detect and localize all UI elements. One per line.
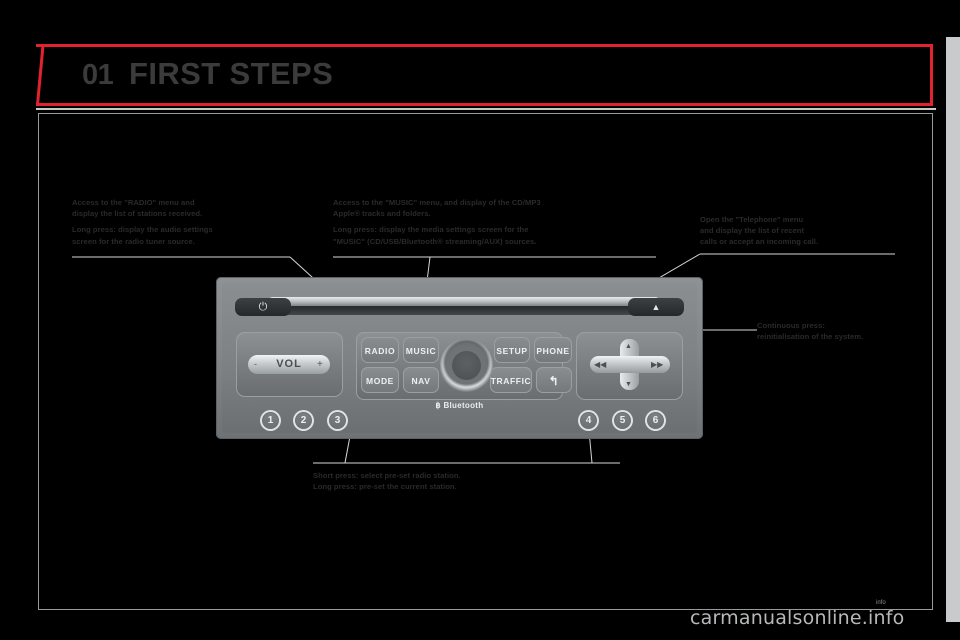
- eject-button[interactable]: [628, 298, 684, 316]
- radio-key-label: RADIO: [364, 346, 396, 356]
- dpad-horizontal[interactable]: [590, 356, 670, 373]
- setup-key[interactable]: [494, 337, 530, 363]
- mode-key[interactable]: [361, 367, 399, 393]
- callout-radio-line1: Access to the "RADIO" menu and: [72, 198, 195, 207]
- cd-slot-highlight: [268, 297, 660, 306]
- preset-button-1[interactable]: 1: [260, 410, 281, 431]
- chapter-number: 01: [82, 59, 114, 91]
- preset-button-2[interactable]: 2: [293, 410, 314, 431]
- phone-key-label: PHONE: [536, 346, 570, 356]
- traffic-key[interactable]: [490, 367, 532, 393]
- callout-telephone: Open the "Telephone" menu and display th…: [700, 214, 900, 248]
- preset-button-5[interactable]: 5: [612, 410, 633, 431]
- callout-music: Access to the "MUSIC" menu, and display …: [333, 197, 651, 247]
- setup-key-label: SETUP: [496, 346, 528, 356]
- header-underline: [36, 108, 936, 110]
- eject-icon: ▲: [651, 302, 661, 312]
- callout-presets: Short press: select pre-set radio statio…: [313, 470, 623, 492]
- back-key[interactable]: [536, 367, 572, 393]
- callout-reinit-line2: reinitialisation of the system.: [757, 332, 864, 342]
- preset-button-3[interactable]: 3: [327, 410, 348, 431]
- dpad-down-icon[interactable]: ▼: [625, 381, 632, 388]
- nav-key[interactable]: [403, 367, 439, 393]
- volume-rocker[interactable]: VOL: [248, 355, 330, 374]
- callout-music-line1: Access to the "MUSIC" menu, and display …: [333, 198, 541, 207]
- radio-key[interactable]: [361, 337, 399, 363]
- callout-radio: Access to the "RADIO" menu and display t…: [72, 197, 294, 247]
- callout-radio-line3: Long press: display the audio settings: [72, 225, 213, 235]
- phone-key[interactable]: [534, 337, 572, 363]
- bluetooth-label: Bluetooth: [443, 401, 484, 410]
- music-key-label: MUSIC: [405, 346, 437, 356]
- page-edge-rail: [946, 37, 960, 622]
- callout-preset-line2: Long press: pre-set the current station.: [313, 482, 457, 492]
- mode-key-label: MODE: [366, 376, 394, 386]
- preset-button-6[interactable]: 6: [645, 410, 666, 431]
- callout-reinitialisation: Continuous press: reinitialisation of th…: [757, 320, 932, 342]
- music-key[interactable]: [403, 337, 439, 363]
- callout-reinit-line1: Continuous press:: [757, 321, 825, 330]
- dpad-up-icon[interactable]: ▲: [625, 343, 632, 350]
- callout-preset-line1: Short press: select pre-set radio statio…: [313, 471, 461, 480]
- bluetooth-badge: ฿ Bluetooth: [356, 401, 563, 410]
- traffic-key-label: TRAFFIC: [490, 376, 532, 386]
- callout-radio-line4: screen for the radio tuner source.: [72, 236, 195, 246]
- rewind-icon[interactable]: ◀◀: [594, 360, 607, 369]
- volume-down-button[interactable]: -: [254, 359, 257, 369]
- callout-phone-line1: Open the "Telephone" menu: [700, 215, 804, 224]
- watermark-tag: info: [876, 600, 886, 606]
- back-arrow-icon: ↰: [548, 374, 560, 388]
- fast-forward-icon[interactable]: ▶▶: [651, 360, 664, 369]
- power-button[interactable]: [235, 298, 291, 316]
- watermark-text: carmanualsonline.info: [690, 607, 905, 629]
- rotary-dial-centre: [452, 351, 481, 380]
- page-title: FIRST STEPS: [129, 56, 334, 91]
- bluetooth-icon: ฿: [435, 401, 441, 410]
- callout-music-line2: Apple® tracks and folders.: [333, 209, 431, 219]
- nav-key-label: NAV: [411, 376, 431, 386]
- callout-music-line4: "MUSIC" (CD/USB/Bluetooth® streaming/AUX…: [333, 236, 537, 246]
- power-icon: ⏻: [258, 301, 268, 313]
- callout-phone-line3: calls or accept an incoming call.: [700, 237, 819, 247]
- header-rule: [36, 44, 933, 106]
- callout-music-line3: Long press: display the media settings s…: [333, 225, 529, 235]
- volume-label: VOL: [276, 358, 302, 370]
- volume-up-button[interactable]: +: [317, 359, 323, 370]
- callout-phone-line2: and display the list of recent: [700, 226, 805, 236]
- preset-button-4[interactable]: 4: [578, 410, 599, 431]
- callout-radio-line2: display the list of stations received.: [72, 209, 203, 219]
